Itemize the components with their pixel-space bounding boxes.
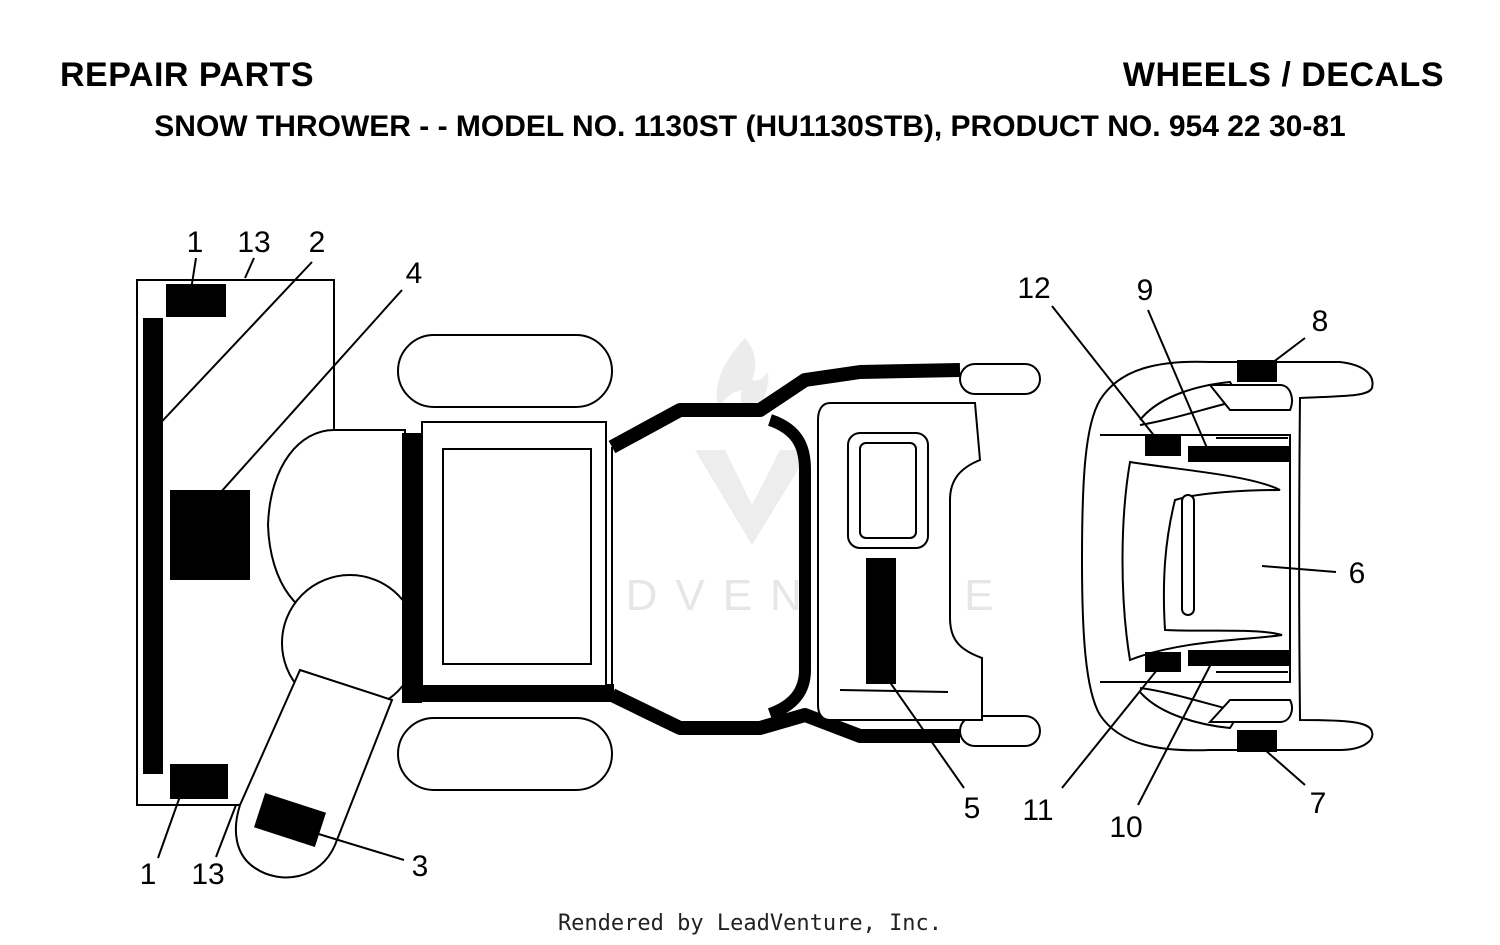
section-title: WHEELS / DECALS [1122,56,1444,94]
callouts: 1 13 2 4 1 13 3 5 12 9 8 6 11 10 7 [140,226,1366,891]
callout-8: 8 [1312,305,1329,338]
callout-10: 10 [1109,811,1142,844]
handle-view [1080,360,1374,752]
callout-11: 11 [1022,794,1053,827]
callout-1: 1 [187,226,204,259]
callout-6: 6 [1349,557,1366,590]
callout-1: 1 [140,858,157,891]
chute-assembly [234,429,419,879]
engine-frame [397,334,1041,791]
callout-4: 4 [406,257,423,290]
decal-10 [1188,650,1290,666]
callout-12: 12 [1017,272,1050,305]
decal-1-bottom [170,764,228,799]
callout-13: 13 [237,226,270,259]
model-subtitle: SNOW THROWER - - MODEL NO. 1130ST (HU113… [154,110,1346,143]
decal-strip-2 [143,318,163,774]
watermark-flame-icon [716,338,769,418]
decal-9 [1188,446,1290,462]
callout-9: 9 [1137,274,1154,307]
page-title: REPAIR PARTS [60,56,315,94]
decal-7 [1237,730,1277,752]
callout-5: 5 [964,792,981,825]
leader-lines [151,257,1337,861]
callout-2: 2 [309,226,326,259]
watermark-v-icon [695,450,810,545]
control-panel [817,402,983,721]
decal-3 [254,792,326,848]
decal-1-top [166,284,226,317]
callout-7: 7 [1310,787,1327,820]
decal-5 [866,558,896,684]
footer-credit: Rendered by LeadVenture, Inc. [557,911,943,936]
callout-13: 13 [191,858,224,891]
callout-3: 3 [412,850,429,883]
